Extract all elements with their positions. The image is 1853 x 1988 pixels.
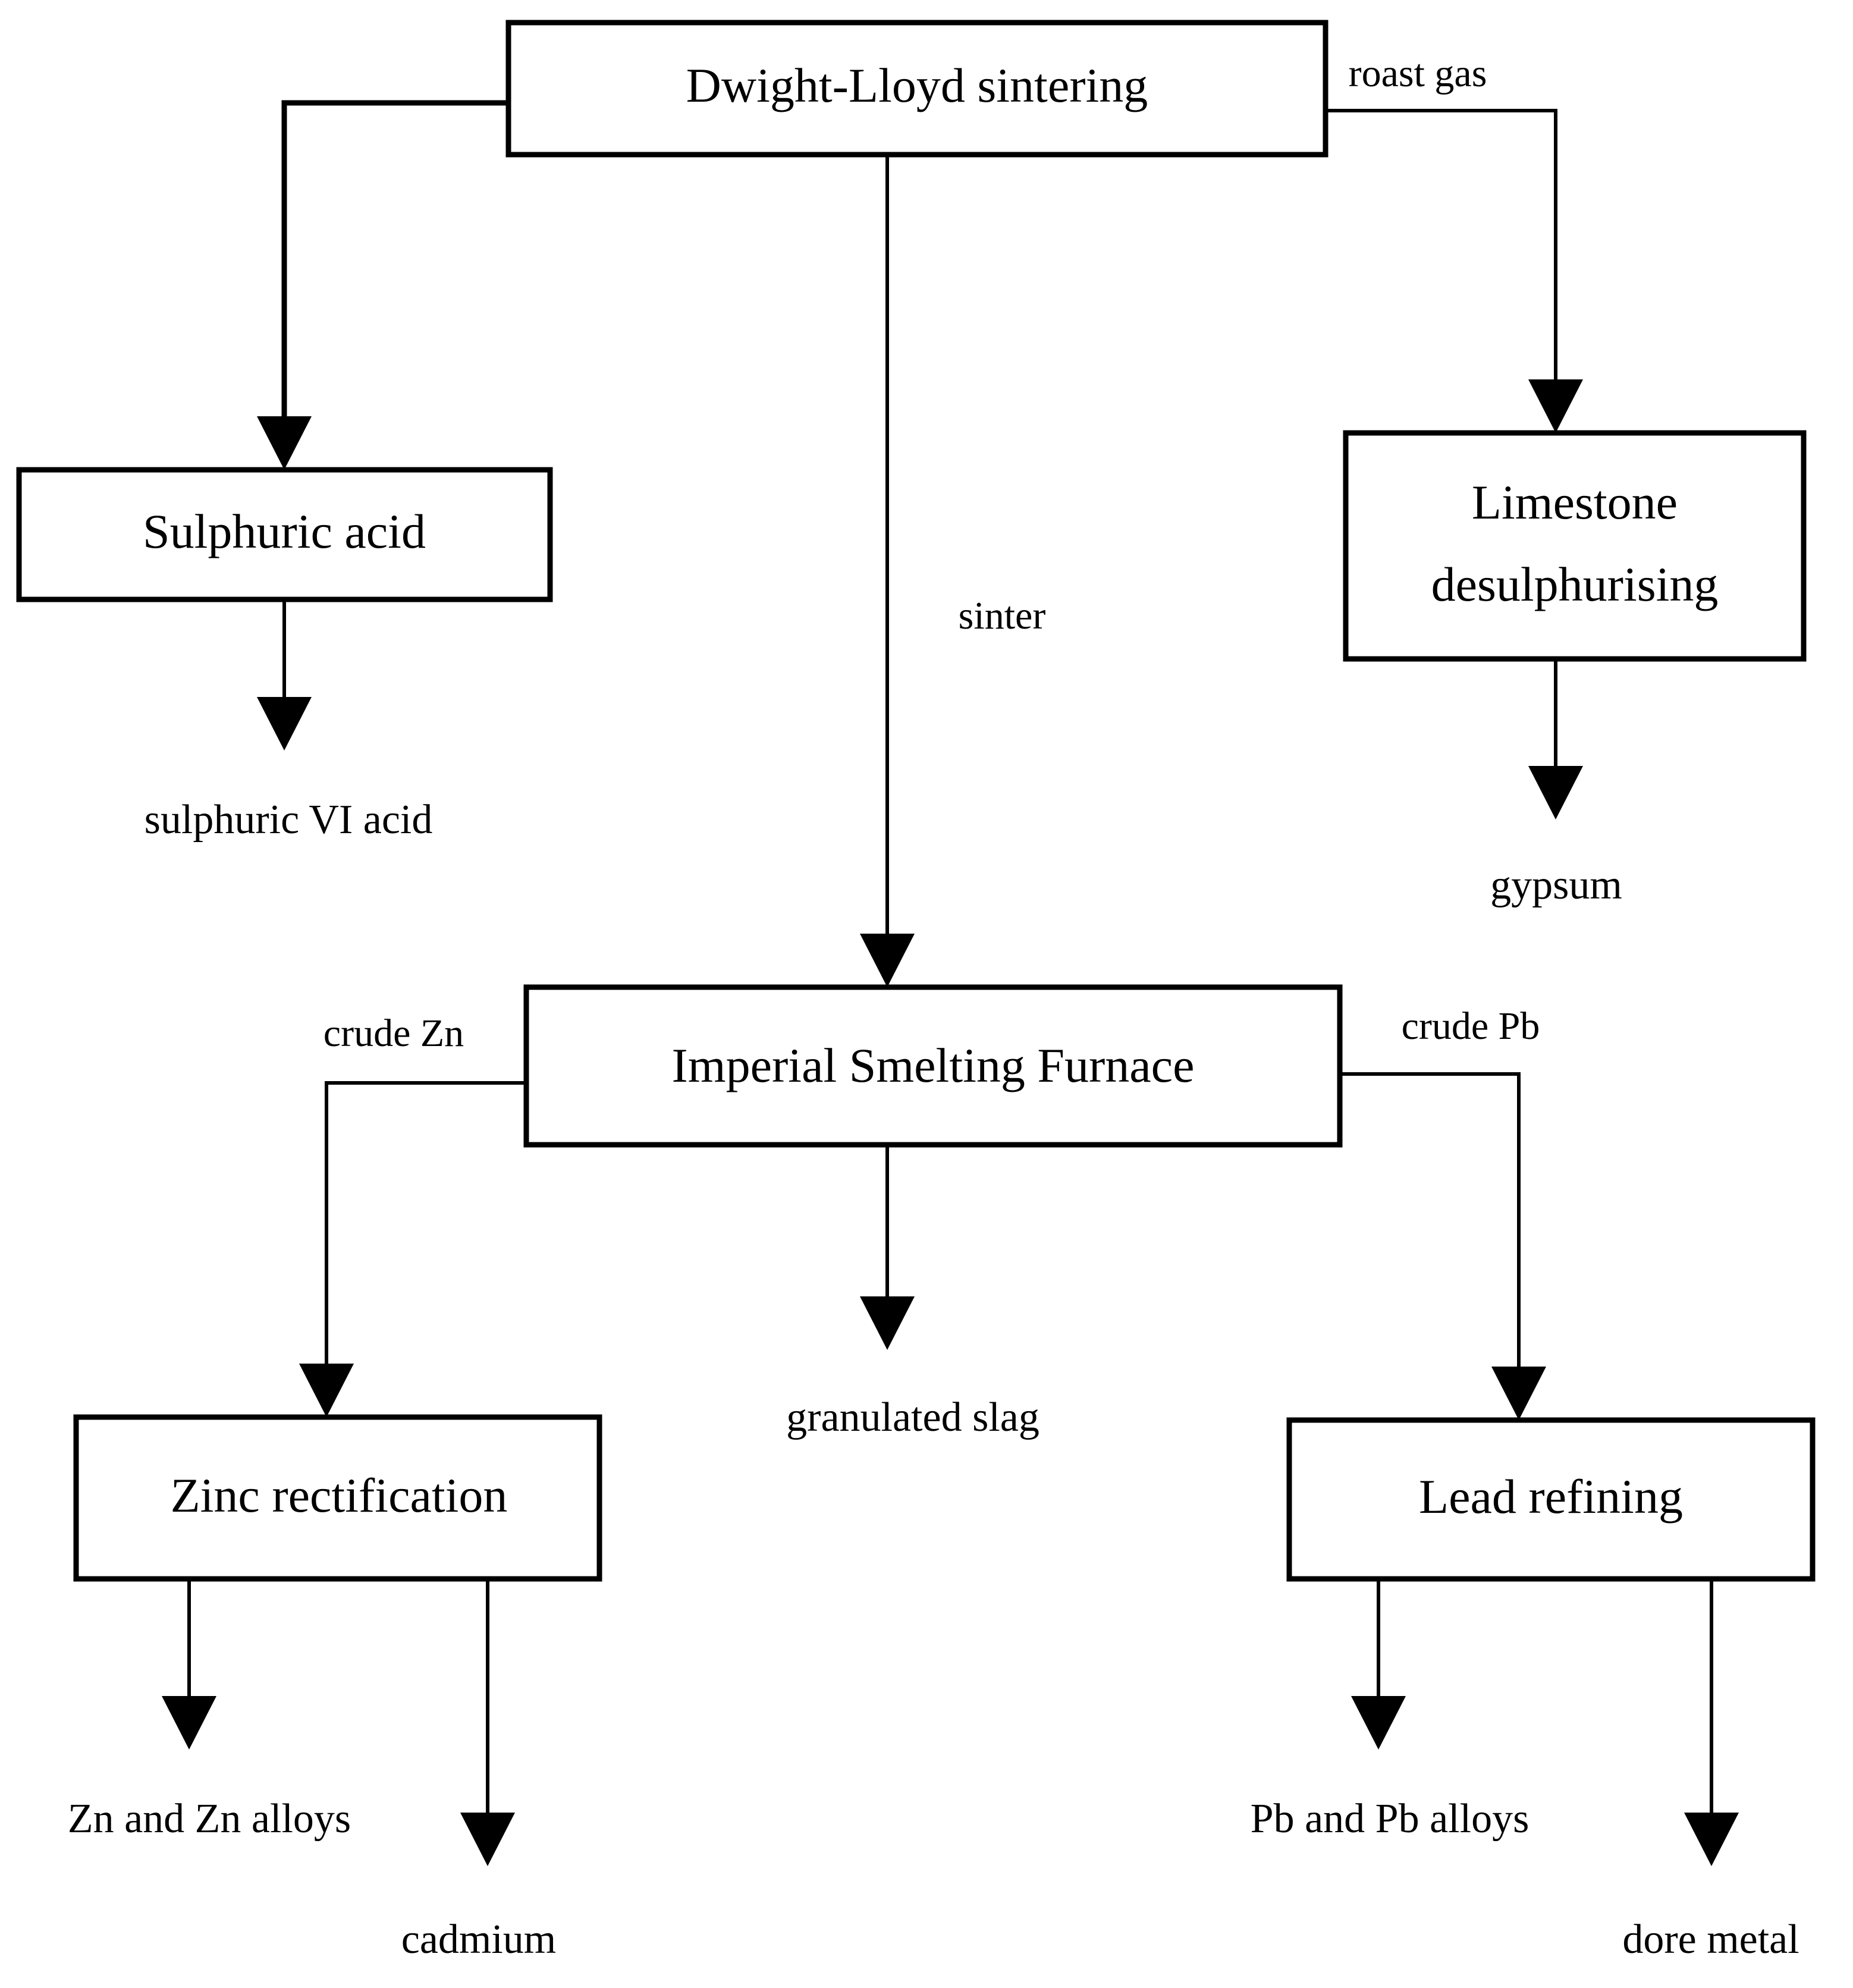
edge-sulphuric-acid-to-sulphuric-vi-acid	[257, 599, 312, 750]
edge-label-roast-gas: roast gas	[1349, 52, 1487, 95]
arrow-head-icon	[1528, 766, 1583, 819]
edge-dwight-lloyd-to-sulphuric-acid	[257, 100, 523, 470]
arrow-head-icon	[1491, 1367, 1546, 1420]
node-label: Dwight-Lloyd sintering	[686, 58, 1148, 112]
output-label-zn-and-zn-alloys: Zn and Zn alloys	[68, 1796, 351, 1842]
edge-isf-to-granulated-slag	[860, 1145, 915, 1350]
output-label-cadmium: cadmium	[401, 1917, 556, 1962]
edge-label-sinter: sinter	[959, 594, 1046, 637]
output-label-dore-metal: dore metal	[1622, 1917, 1799, 1962]
node-sulphuric-acid[interactable]: Sulphuric acid	[16, 467, 553, 602]
output-label-gypsum: gypsum	[1490, 862, 1622, 908]
node-label: Zinc rectification	[171, 1468, 508, 1522]
node-box[interactable]	[1343, 430, 1807, 662]
edge-label-crude-zn: crude Zn	[324, 1012, 464, 1055]
arrow-head-icon	[162, 1696, 216, 1750]
edge-limestone-to-gypsum	[1528, 659, 1583, 819]
node-box[interactable]	[523, 984, 1343, 1148]
node-label: Imperial Smelting Furnace	[672, 1038, 1195, 1092]
edge-isf-to-zinc-rectification	[299, 1081, 526, 1417]
arrow-head-icon	[860, 1296, 915, 1350]
arrow-head-icon	[460, 1813, 515, 1866]
edge-dwight-lloyd-to-isf	[860, 155, 915, 987]
arrow-head-icon	[1351, 1696, 1406, 1750]
output-label-pb-and-pb-alloys: Pb and Pb alloys	[1251, 1796, 1529, 1842]
node-label: Sulphuric acid	[143, 504, 426, 558]
node-label-line1: Limestone	[1472, 475, 1678, 529]
node-label: Lead refining	[1419, 1469, 1683, 1524]
arrow-head-icon	[257, 697, 312, 750]
edge-path	[281, 100, 523, 452]
arrow-head-icon	[257, 416, 312, 470]
edge-path	[325, 1081, 526, 1395]
node-lead-refining[interactable]: Lead refining	[1286, 1417, 1816, 1582]
arrow-head-icon	[860, 934, 915, 987]
node-box[interactable]	[505, 20, 1328, 158]
node-imperial-smelting-furnace[interactable]: Imperial Smelting Furnace	[523, 984, 1343, 1148]
node-limestone-desulphurising[interactable]: Limestone desulphurising	[1343, 430, 1807, 662]
node-zinc-rectification[interactable]: Zinc rectification	[73, 1414, 602, 1582]
edge-zinc-rectification-to-cadmium	[460, 1579, 515, 1866]
edge-zinc-rectification-to-zn-alloys	[162, 1579, 216, 1750]
node-box[interactable]	[16, 467, 553, 602]
output-label-granulated-slag: granulated slag	[786, 1395, 1039, 1440]
node-dwight-lloyd-sintering[interactable]: Dwight-Lloyd sintering	[505, 20, 1328, 158]
edge-lead-refining-to-pb-alloys	[1351, 1579, 1406, 1750]
arrow-head-icon	[1528, 379, 1583, 433]
arrow-head-icon	[1684, 1813, 1739, 1866]
edge-isf-to-lead-refining	[1340, 1072, 1546, 1420]
edge-dwight-lloyd-to-limestone	[1325, 109, 1583, 433]
edge-label-crude-pb: crude Pb	[1402, 1004, 1540, 1048]
edge-path	[1340, 1072, 1521, 1397]
edge-lead-refining-to-dore-metal	[1684, 1579, 1739, 1866]
node-label-line2: desulphurising	[1431, 557, 1719, 611]
edge-path	[1325, 109, 1557, 413]
node-box[interactable]	[1286, 1417, 1816, 1582]
node-box[interactable]	[73, 1414, 602, 1582]
output-label-sulphuric-vi-acid: sulphuric VI acid	[145, 797, 433, 843]
arrow-head-icon	[299, 1364, 354, 1417]
